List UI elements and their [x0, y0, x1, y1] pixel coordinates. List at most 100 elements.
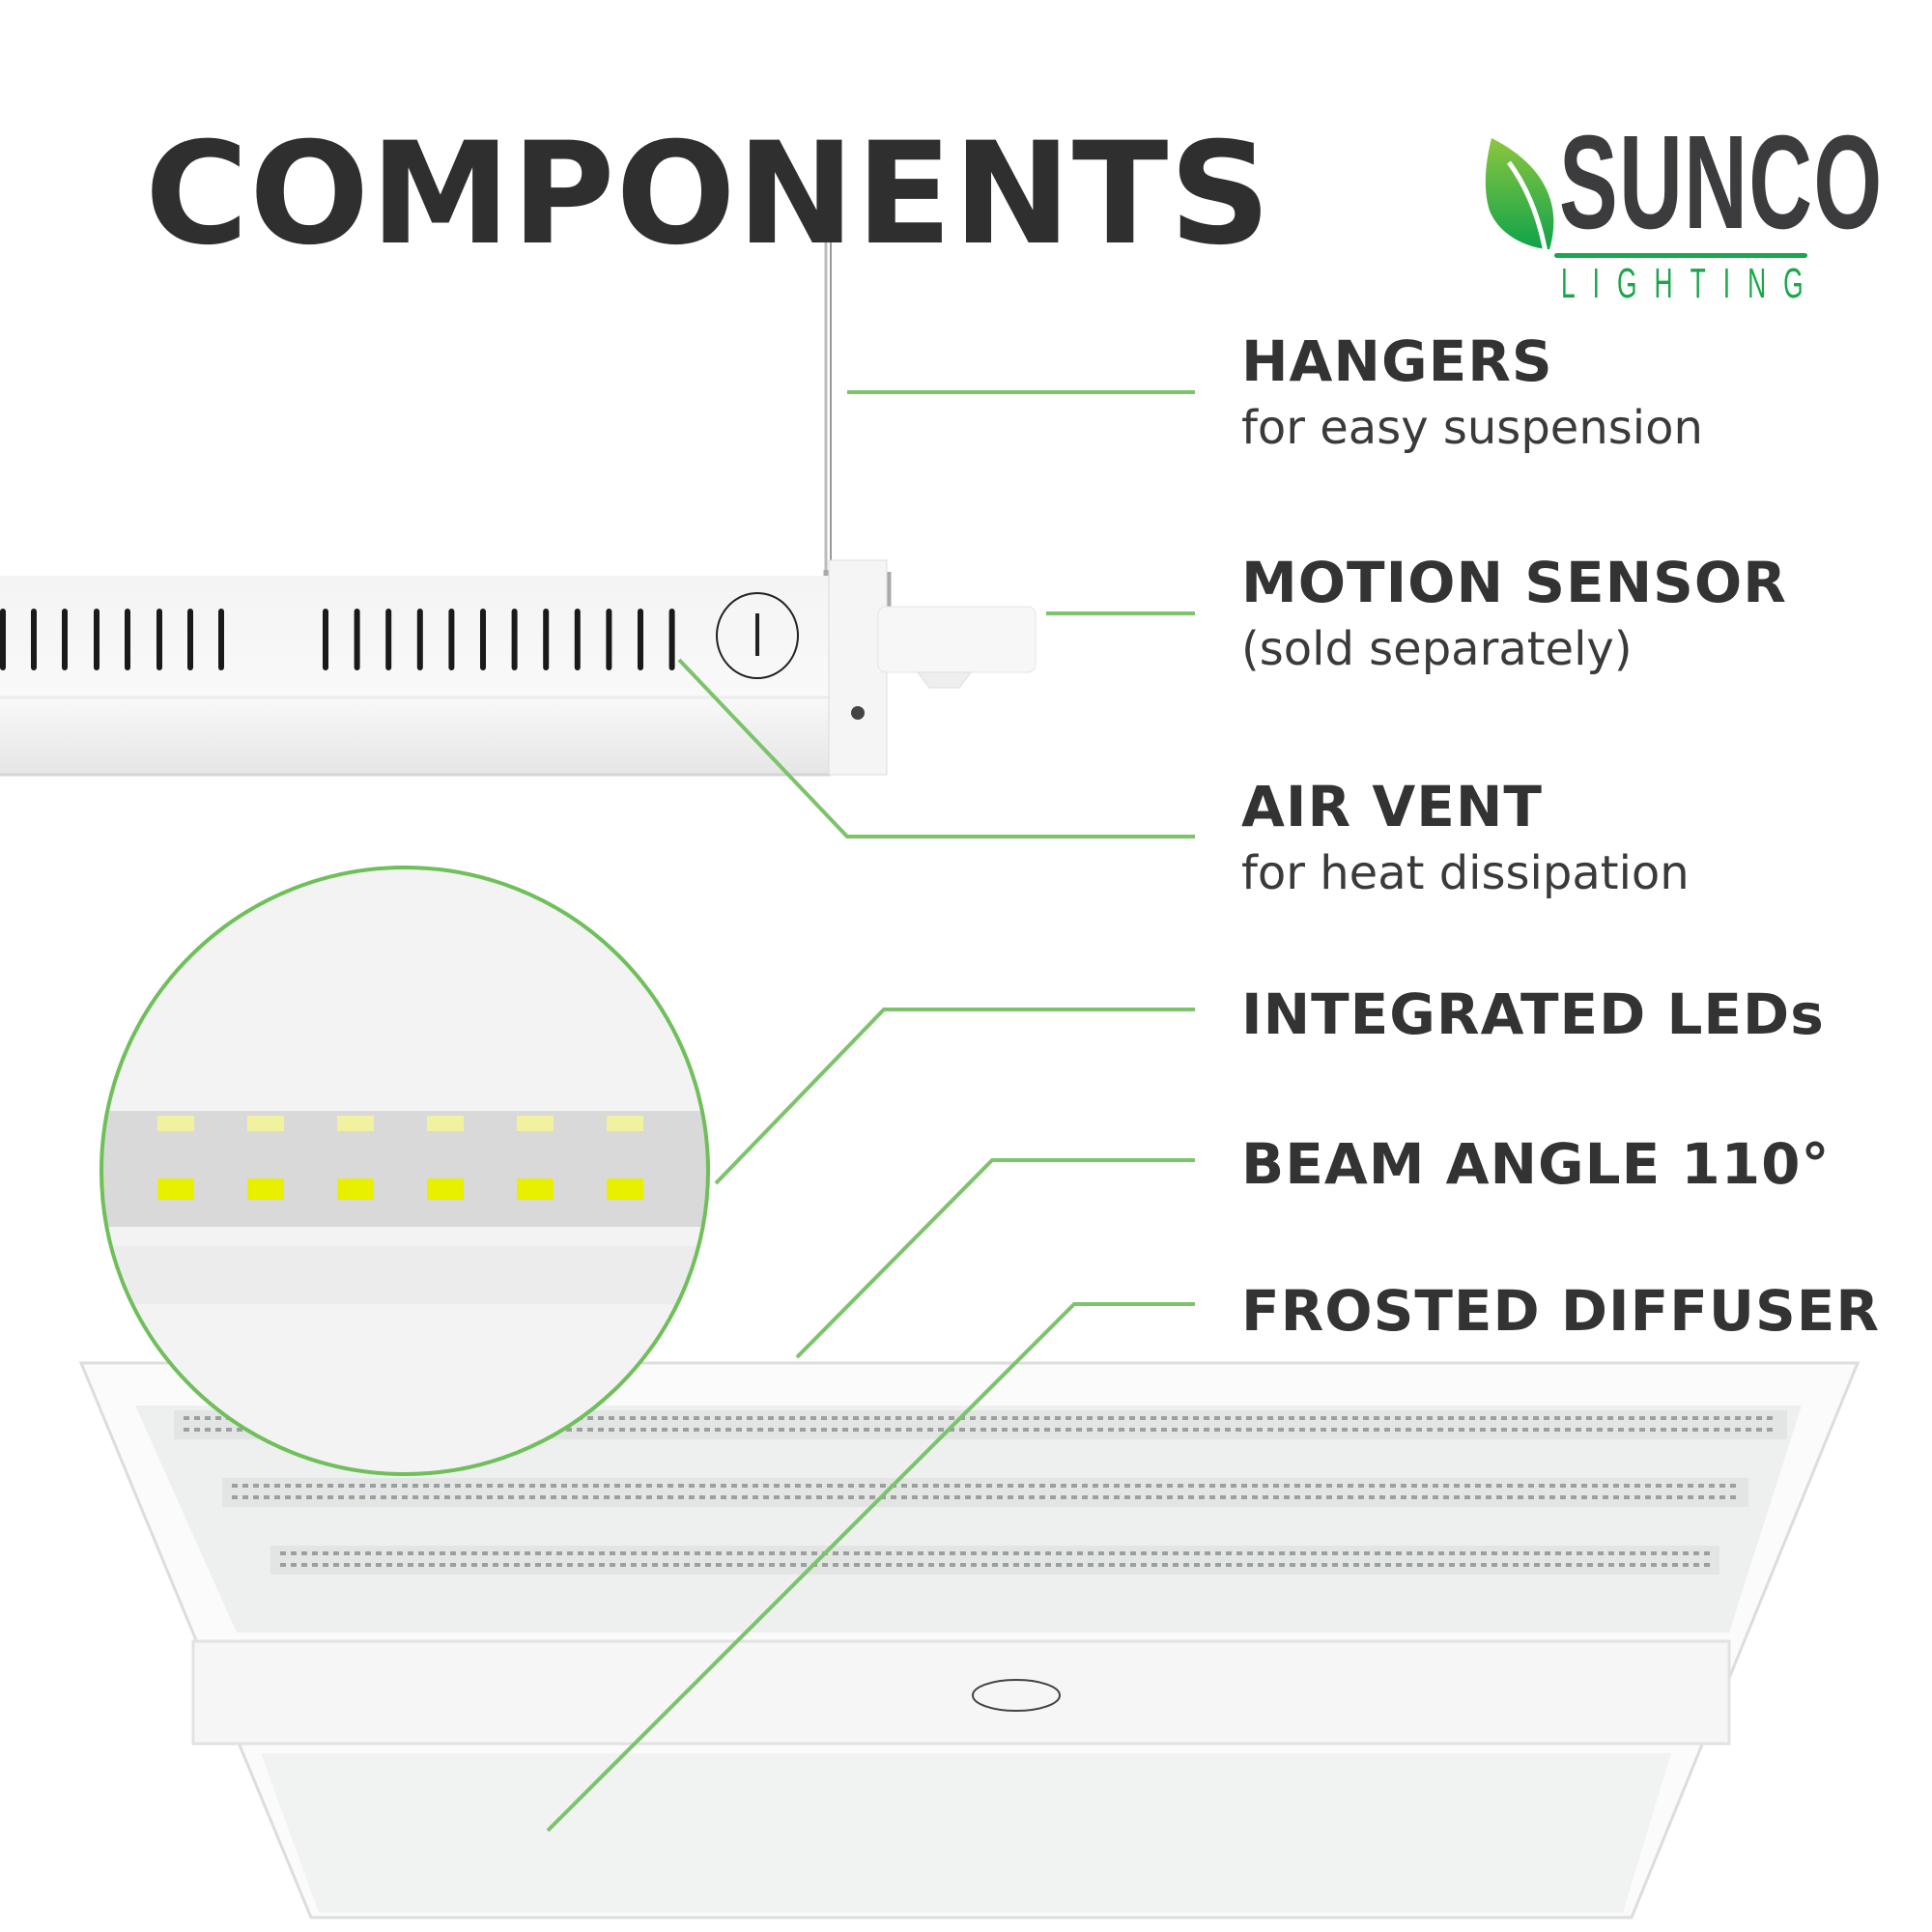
led-dot [1639, 1428, 1645, 1432]
led-dot [1443, 1484, 1449, 1488]
led-dot [423, 1495, 429, 1499]
led-dot [503, 1551, 509, 1555]
led-dot [1082, 1495, 1088, 1499]
vent-slot [385, 609, 392, 670]
led-dot [391, 1484, 397, 1488]
sunco-lighting-logo: SUNCO LIGHTING [1482, 116, 1882, 309]
led-dot [376, 1551, 382, 1555]
led-dot [1284, 1484, 1290, 1488]
led-dot [784, 1495, 790, 1499]
led-dot [540, 1495, 546, 1499]
led-dot [1698, 1484, 1704, 1488]
led-dot [1012, 1416, 1018, 1420]
led-dot [1438, 1551, 1444, 1555]
led-dot [1299, 1428, 1305, 1432]
led-dot [1178, 1495, 1183, 1499]
led-dot [1528, 1484, 1534, 1488]
led-dot [1613, 1495, 1619, 1499]
led-dot [1088, 1563, 1094, 1567]
led-dot [1533, 1416, 1539, 1420]
led-dot [1539, 1495, 1545, 1499]
led-dot [833, 1551, 838, 1555]
led-dot [1448, 1416, 1454, 1420]
led-dot [1193, 1416, 1199, 1420]
led-dot [1437, 1428, 1443, 1432]
led-dot [980, 1428, 986, 1432]
led-dot [780, 1563, 785, 1567]
led-dot [1039, 1495, 1045, 1499]
led-dot [1056, 1551, 1062, 1555]
led-dot [1236, 1416, 1241, 1420]
led-dot [859, 1484, 865, 1488]
led-dot [1502, 1563, 1508, 1567]
led-dot [1374, 1416, 1379, 1420]
led-dot [753, 1484, 758, 1488]
led-dot [1651, 1563, 1657, 1567]
led-chip [157, 1179, 194, 1200]
led-dot [493, 1551, 498, 1555]
led-dot [280, 1551, 286, 1555]
led-dot [1619, 1551, 1625, 1555]
led-dot [668, 1484, 673, 1488]
led-dot [986, 1484, 992, 1488]
led-dot [1459, 1428, 1464, 1432]
led-dot [215, 1416, 221, 1420]
led-dot [1651, 1551, 1657, 1555]
led-dot [1290, 1551, 1295, 1555]
led-dot [954, 1484, 960, 1488]
led-dot [1140, 1428, 1146, 1432]
led-dot [1714, 1428, 1719, 1432]
led-dot [965, 1484, 971, 1488]
led-dot [662, 1428, 668, 1432]
led-dot [1492, 1551, 1497, 1555]
led-dot [1630, 1563, 1635, 1567]
led-dot [1065, 1428, 1071, 1432]
led-dot [1656, 1484, 1662, 1488]
led-dot [1012, 1428, 1018, 1432]
led-dot [1513, 1551, 1519, 1555]
led-dot [822, 1563, 828, 1567]
led-dot [408, 1563, 413, 1567]
led-dot [848, 1484, 854, 1488]
led-dot [440, 1551, 445, 1555]
led-dot [1390, 1495, 1396, 1499]
led-dot [466, 1495, 471, 1499]
led-dot [1151, 1416, 1156, 1420]
led-dot [412, 1495, 418, 1499]
led-dot [619, 1428, 625, 1432]
led-dot [1523, 1551, 1529, 1555]
vent-slot [218, 609, 224, 670]
led-dot [954, 1495, 960, 1499]
led-chip [517, 1116, 554, 1131]
led-dot [731, 1495, 737, 1499]
led-dot [1630, 1551, 1635, 1555]
led-dot [1205, 1563, 1210, 1567]
led-dot [205, 1428, 211, 1432]
led-dot [1518, 1495, 1523, 1499]
led-dot [609, 1428, 614, 1432]
led-dot [1252, 1495, 1258, 1499]
led-dot [1294, 1495, 1300, 1499]
led-dot [710, 1484, 716, 1488]
led-dot [1077, 1563, 1083, 1567]
led-dot [386, 1563, 392, 1567]
led-dot [715, 1416, 721, 1420]
led-dot [1417, 1551, 1423, 1555]
led-dot [1055, 1416, 1061, 1420]
led-dot [1767, 1416, 1773, 1420]
led-dot [1246, 1416, 1252, 1420]
led-dot [519, 1484, 525, 1488]
led-dot [927, 1416, 933, 1420]
led-dot [1343, 1551, 1349, 1555]
led-dot [1241, 1484, 1247, 1488]
led-dot [274, 1484, 280, 1488]
led-dot [1607, 1416, 1613, 1420]
led-dot [232, 1484, 238, 1488]
led-dot [806, 1495, 811, 1499]
led-dot [1464, 1495, 1470, 1499]
led-dot [1045, 1563, 1051, 1567]
led-dot [651, 1428, 657, 1432]
led-dot [625, 1495, 631, 1499]
led-dot [779, 1428, 784, 1432]
led-dot [561, 1495, 567, 1499]
